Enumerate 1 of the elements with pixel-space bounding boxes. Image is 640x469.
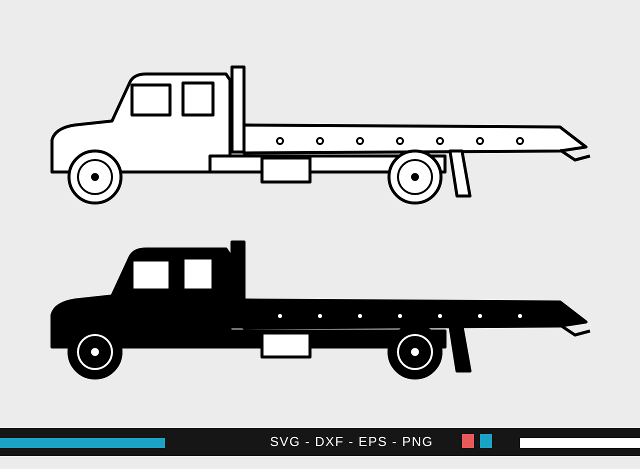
file-format-text: SVG - DXF - EPS - PNG — [270, 434, 434, 449]
